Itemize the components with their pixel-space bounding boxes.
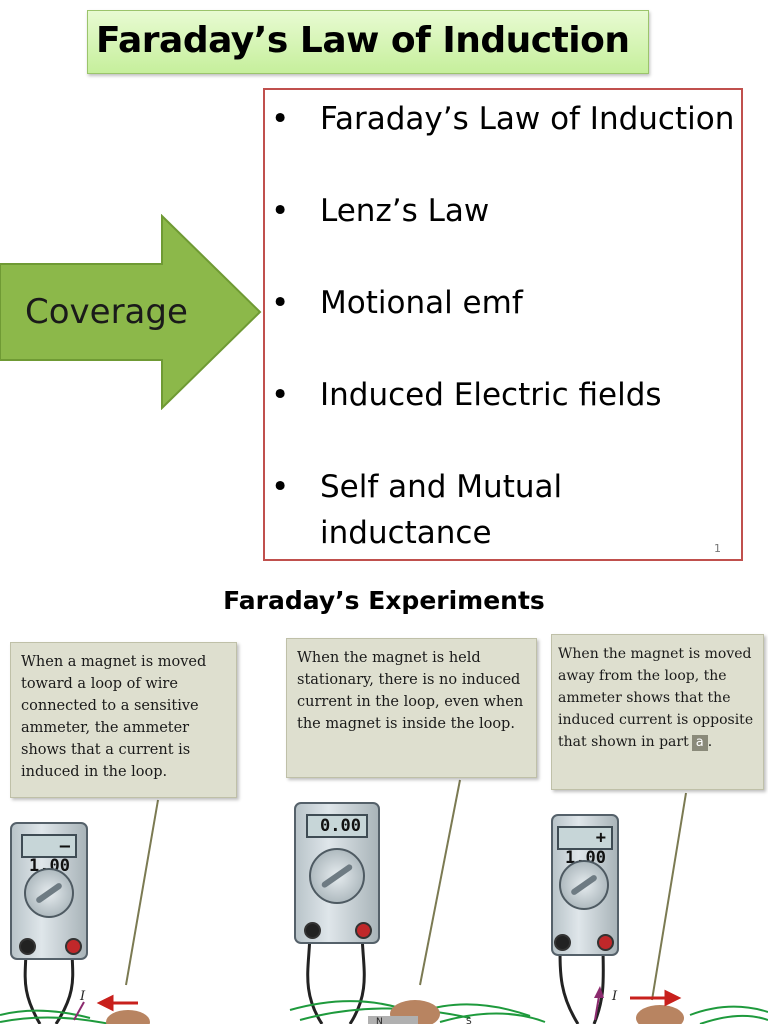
caption-text: When a magnet is moved toward a loop of …: [21, 654, 207, 780]
magnet-north-label: N: [376, 1017, 383, 1024]
bullet: •: [271, 193, 290, 229]
terminal-red: [355, 922, 372, 939]
page-number: 1: [714, 542, 721, 555]
terminal-black: [554, 934, 571, 951]
caption-end: .: [707, 734, 713, 750]
terminal-red: [65, 938, 82, 955]
experiments-title: Faraday’s Experiments: [223, 586, 545, 615]
pointer-line: [419, 779, 461, 986]
ammeter-reading: – 1.00: [21, 834, 77, 876]
terminal-red: [597, 934, 614, 951]
caption-panel-a: When a magnet is moved toward a loop of …: [10, 642, 237, 798]
magnet-south-label: S: [466, 1017, 472, 1024]
list-item-text: Faraday’s Law of Induction: [320, 101, 735, 137]
coverage-list: • Faraday’s Law of Induction • Lenz’s La…: [263, 88, 743, 561]
coverage-label: Coverage: [25, 292, 188, 332]
list-item-text: Motional emf: [320, 285, 523, 321]
pointer-line: [125, 799, 159, 986]
dial-icon: [24, 868, 74, 918]
list-item-text: Lenz’s Law: [320, 193, 490, 229]
caption-panel-c: When the magnet is moved away from the l…: [551, 634, 764, 790]
caption-text: When the magnet is held stationary, ther…: [297, 650, 524, 732]
caption-panel-b: When the magnet is held stationary, ther…: [286, 638, 537, 778]
current-label: I: [79, 989, 86, 1004]
coverage-arrow-icon: [0, 214, 262, 410]
terminal-black: [19, 938, 36, 955]
pointer-line: [651, 792, 687, 1001]
list-item-text: Induced Electric fields: [320, 377, 662, 413]
list-item-text: Self and Mutual inductance: [320, 469, 563, 551]
ammeter-reading: 0.00: [306, 814, 368, 838]
bullet: •: [271, 469, 290, 505]
bullet: •: [271, 377, 290, 413]
current-label: I: [611, 989, 618, 1004]
ammeter-b: 0.00: [294, 802, 380, 944]
title-box: Faraday’s Law of Induction: [87, 10, 649, 74]
ammeter-reading: + 1.00: [557, 826, 613, 868]
bullet: •: [271, 101, 290, 137]
dial-icon: [309, 848, 365, 904]
bullet: •: [271, 285, 290, 321]
part-tag: a: [691, 735, 708, 751]
caption-text: When the magnet is moved away from the l…: [558, 646, 754, 750]
dial-icon: [559, 860, 609, 910]
ammeter-c: + 1.00: [551, 814, 619, 956]
slide-title: Faraday’s Law of Induction: [96, 20, 630, 61]
ammeter-a: – 1.00: [10, 822, 88, 960]
terminal-black: [304, 922, 321, 939]
